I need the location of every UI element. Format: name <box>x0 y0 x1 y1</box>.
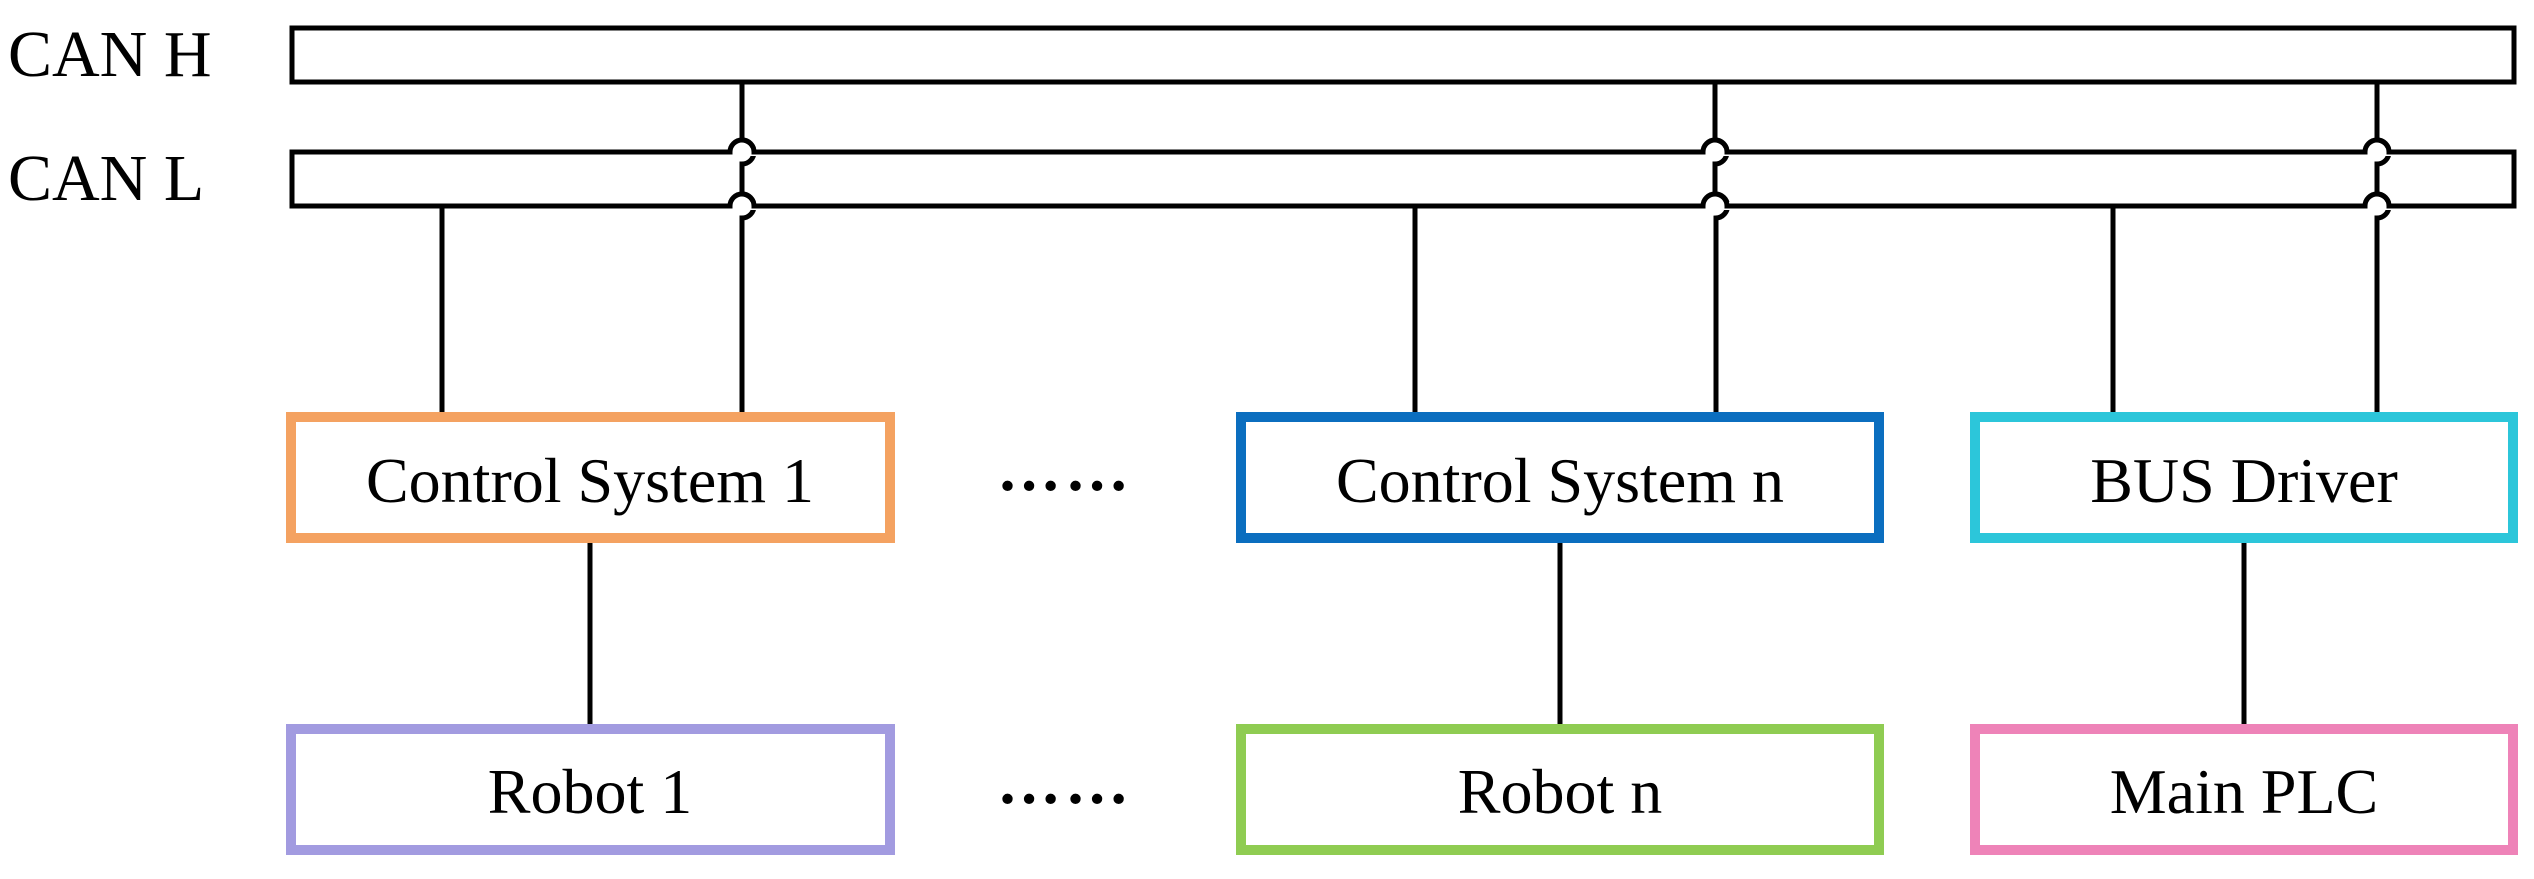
can-l-label: CAN L <box>8 142 204 215</box>
control-system-n-label: Control System n <box>1336 445 1784 516</box>
hop-gaps <box>723 148 2396 210</box>
can-l-bus <box>289 149 2517 209</box>
robot-1-box <box>286 724 895 855</box>
bus-driver-box <box>1970 412 2518 543</box>
can-h-label: CAN H <box>8 18 212 91</box>
control-system-1-box <box>286 412 895 543</box>
busdriver-can-h-wire <box>2374 82 2392 418</box>
can-h-bus <box>289 25 2517 85</box>
ellipsis-top: …… <box>997 433 1133 504</box>
control-system-n-box <box>1236 412 1884 543</box>
hop-arcs <box>723 137 2396 209</box>
main-plc-label: Main PLC <box>2110 756 2378 827</box>
robot-n-label: Robot n <box>1458 756 1662 827</box>
cs1-can-h-wire <box>739 82 757 418</box>
robot-n-box <box>1236 724 1884 855</box>
robot-1-label: Robot 1 <box>488 756 692 827</box>
main-plc-box <box>1970 724 2518 855</box>
ellipsis-bottom: …… <box>997 746 1133 817</box>
control-system-1-label: Control System 1 <box>366 445 814 516</box>
bus-driver-label: BUS Driver <box>2090 445 2398 516</box>
csn-can-h-wire <box>1712 82 1730 418</box>
